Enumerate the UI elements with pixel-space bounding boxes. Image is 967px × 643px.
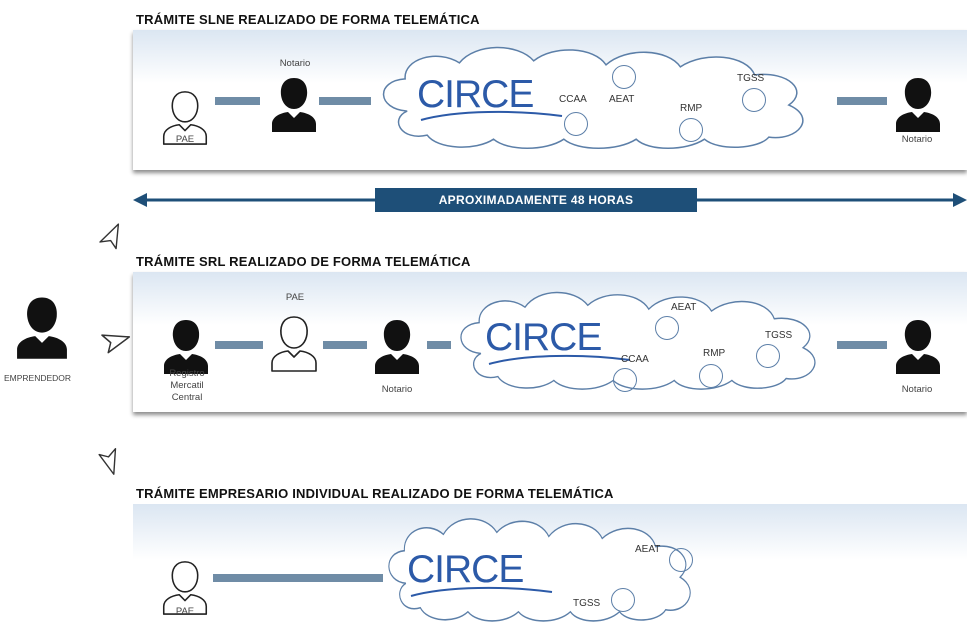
org-label: CCAA xyxy=(621,354,649,365)
circe-swoosh xyxy=(420,110,563,121)
org-node-icon xyxy=(742,88,766,112)
org-node-icon xyxy=(669,548,693,572)
org-label: CCAA xyxy=(559,94,587,105)
connector xyxy=(215,97,260,105)
connector xyxy=(427,341,451,349)
pointer-right-icon xyxy=(92,320,134,362)
entrepreneur-person-icon xyxy=(8,292,76,362)
circe-logo: CIRCE xyxy=(407,548,524,591)
notario-end-label: Notario xyxy=(901,134,933,145)
notario-end-label: Notario xyxy=(901,384,933,395)
org-node-icon xyxy=(756,344,780,368)
circe-logo: CIRCE xyxy=(485,316,602,359)
section-title-srl: TRÁMITE SRL REALIZADO DE FORMA TELEMÁTIC… xyxy=(136,254,471,269)
section-title-slne: TRÁMITE SLNE REALIZADO DE FORMA TELEMÁTI… xyxy=(136,12,480,27)
pae-person-icon xyxy=(264,308,324,378)
org-node-icon xyxy=(564,112,588,136)
duration-banner: APROXIMADAMENTE 48 HORAS xyxy=(375,188,697,212)
srl-panel: Registro Mercatil Central PAE Notario CI… xyxy=(133,272,967,412)
org-label: RMP xyxy=(680,103,703,114)
connector xyxy=(213,574,383,582)
notario-label: Notario xyxy=(279,58,311,69)
connector xyxy=(837,341,887,349)
circe-swoosh xyxy=(410,586,553,597)
registro-person-icon xyxy=(155,316,217,376)
org-node-icon xyxy=(699,364,723,388)
individual-panel: PAE CIRCE AEAT TGSS xyxy=(133,504,967,643)
org-label: TGSS xyxy=(765,330,793,341)
org-label: AEAT xyxy=(635,544,661,555)
connector xyxy=(323,341,367,349)
circe-logo: CIRCE xyxy=(417,73,534,116)
connector xyxy=(319,97,371,105)
connector xyxy=(215,341,263,349)
org-node-icon xyxy=(655,316,679,340)
org-label: AEAT xyxy=(609,94,635,105)
notario-label: Notario xyxy=(381,384,413,395)
pae-label: PAE xyxy=(285,292,305,303)
pae-label: PAE xyxy=(175,606,195,617)
org-node-icon xyxy=(613,368,637,392)
org-label: RMP xyxy=(703,348,726,359)
slne-panel: PAE Notario CIRCE CCAA AEAT RMP TGSS Not… xyxy=(133,30,967,170)
notario-end-person-icon xyxy=(887,74,949,134)
pointer-up-icon xyxy=(92,220,130,257)
pointer-down-icon xyxy=(91,439,130,479)
org-node-icon xyxy=(679,118,703,142)
circe-swoosh xyxy=(488,354,631,365)
entrepreneur-label: EMPRENDEDOR xyxy=(4,373,72,383)
connector xyxy=(837,97,887,105)
org-node-icon xyxy=(612,65,636,89)
org-label: AEAT xyxy=(671,302,697,313)
pae-label: PAE xyxy=(175,134,195,145)
org-label: TGSS xyxy=(573,598,601,609)
notario-person-icon xyxy=(263,74,325,134)
org-node-icon xyxy=(611,588,635,612)
notario-person-icon xyxy=(366,316,428,376)
org-label: TGSS xyxy=(737,73,765,84)
registro-label: Registro Mercatil Central xyxy=(169,368,205,403)
notario-end-person-icon xyxy=(887,316,949,376)
section-title-individual: TRÁMITE EMPRESARIO INDIVIDUAL REALIZADO … xyxy=(136,486,614,501)
